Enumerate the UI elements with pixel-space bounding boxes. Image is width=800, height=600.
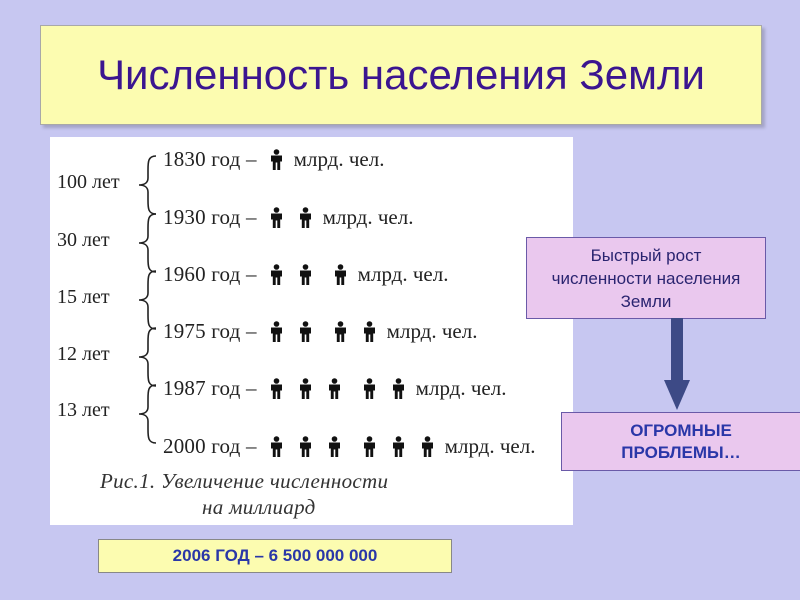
interval-label: 13 лет [57, 399, 110, 421]
figure-row: 2000 год – млрд. чел. [163, 432, 535, 460]
person-icon [327, 377, 342, 399]
interval-label: 100 лет [57, 171, 120, 193]
interval-label: 15 лет [57, 286, 110, 308]
caption-line-1: Рис.1. Увеличение численности [100, 469, 389, 493]
curly-brace-icon [138, 384, 157, 444]
problems-line-1: ОГРОМНЫЕ [630, 420, 732, 440]
figure-row: 1930 год – млрд. чел. [163, 203, 413, 231]
person-icon [298, 377, 313, 399]
year-label: 1975 год – [163, 318, 257, 343]
person-icon [391, 377, 406, 399]
year-label: 1930 год – [163, 204, 257, 229]
person-icon [333, 263, 348, 285]
caption-line-2: на миллиард [202, 495, 316, 519]
person-icon [269, 148, 284, 170]
growth-line-1: Быстрый рост [590, 245, 702, 265]
unit-label: млрд. чел. [444, 433, 536, 458]
person-icon [298, 435, 313, 457]
person-icon [269, 263, 284, 285]
figure-row: 1975 год – млрд. чел. [163, 317, 477, 345]
person-icon [333, 320, 348, 342]
title-banner: Численность населения Земли [40, 25, 762, 125]
figure-row: 1830 год – млрд. чел. [163, 145, 384, 173]
interval-label: 12 лет [57, 343, 110, 365]
person-icon [269, 435, 284, 457]
interval-label: 30 лет [57, 229, 110, 251]
problems-callout: ОГРОМНЫЕ ПРОБЛЕМЫ… [561, 412, 800, 471]
down-arrow-icon [664, 318, 690, 410]
year-label: 1960 год – [163, 261, 257, 286]
growth-line-3: Земли [620, 291, 672, 311]
person-icon [269, 377, 284, 399]
population-figure: 1830 год – млрд. чел. 1930 год – млрд. чел.… [50, 137, 573, 525]
unit-label: млрд. чел. [386, 318, 478, 343]
person-icon [362, 377, 377, 399]
population-2006-text: 2006 ГОД – 6 500 000 000 [172, 546, 378, 565]
unit-label: млрд. чел. [293, 146, 385, 171]
year-label: 1987 год – [163, 375, 257, 400]
growth-line-2: численности населения [551, 268, 741, 288]
growth-callout: Быстрый рост численности населения Земли [526, 237, 766, 319]
person-icon [269, 320, 284, 342]
figure-row: 1960 год – млрд. чел. [163, 260, 448, 288]
unit-label: млрд. чел. [415, 375, 507, 400]
page-title: Численность населения Земли [97, 51, 705, 98]
curly-brace-icon [138, 213, 157, 273]
problems-line-2: ПРОБЛЕМЫ… [621, 442, 741, 462]
person-icon [269, 206, 284, 228]
figure-caption: Рис.1. Увеличение численности на миллиар… [100, 468, 388, 520]
person-icon [298, 206, 313, 228]
person-icon [362, 320, 377, 342]
person-icon [298, 320, 313, 342]
curly-brace-icon [138, 327, 157, 387]
figure-row: 1987 год – млрд. чел. [163, 374, 506, 402]
person-icon [391, 435, 406, 457]
person-icon [420, 435, 435, 457]
population-2006-box: 2006 ГОД – 6 500 000 000 [98, 539, 452, 573]
year-label: 2000 год – [163, 433, 257, 458]
curly-brace-icon [138, 155, 157, 215]
person-icon [327, 435, 342, 457]
unit-label: млрд. чел. [322, 204, 414, 229]
person-icon [298, 263, 313, 285]
person-icon [362, 435, 377, 457]
curly-brace-icon [138, 270, 157, 330]
year-label: 1830 год – [163, 146, 257, 171]
unit-label: млрд. чел. [357, 261, 449, 286]
